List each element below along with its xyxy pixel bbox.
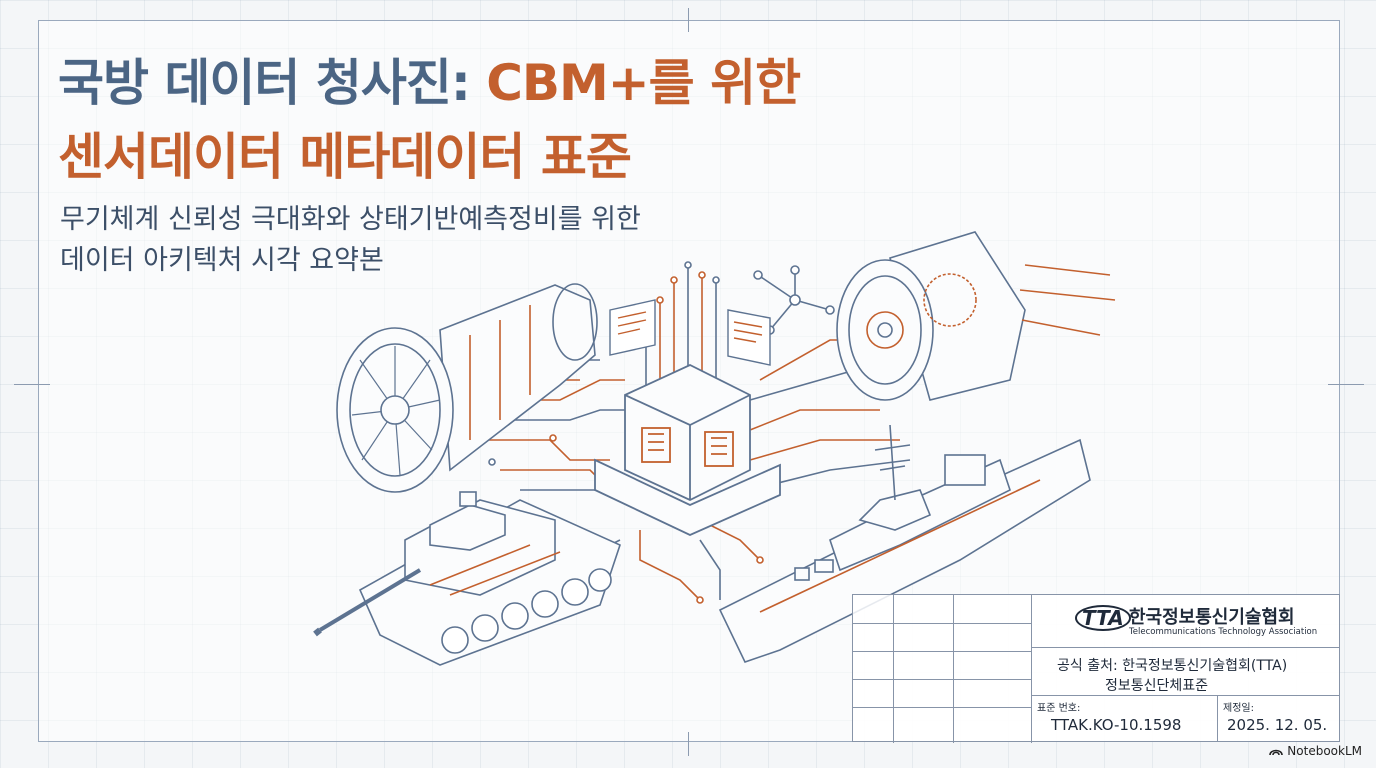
page-title-line2: 센서데이터 메타데이터 표준 (58, 132, 632, 182)
tb-grid-line (853, 679, 1031, 680)
standard-no-label: 표준 번호: (1037, 703, 1081, 714)
notebooklm-branding: NotebookLM (1269, 744, 1362, 758)
gear-engine (836, 231, 1116, 401)
document-icon-left (609, 299, 656, 356)
title-line2-text: 센서데이터 메타데이터 표준 (58, 128, 632, 186)
tta-logo: TTA (1075, 605, 1131, 631)
jet-engine (336, 283, 598, 493)
date-value: 2025. 12. 05. (1227, 716, 1328, 734)
subtitle-line2: 데이터 아키텍처 시각 요약본 (60, 245, 384, 276)
tb-grid-line (853, 623, 1031, 624)
tank (313, 491, 621, 666)
tb-grid-line (893, 595, 894, 743)
subtitle-line1: 무기체계 신뢰성 극대화와 상태기반예측정비를 위한 (60, 204, 641, 235)
title-block: TTA 한국정보통신기술협회 Telecommunications Techno… (852, 594, 1340, 743)
title-part-blue: 국방 데이터 청사진: (58, 54, 487, 112)
frame-tick-bottom (688, 732, 689, 756)
frame-tick-left (14, 384, 50, 385)
frame-tick-top (688, 8, 689, 32)
source-line2: 정보통신단체표준 (1105, 678, 1209, 694)
warship (718, 424, 1091, 663)
page-title-line1: 국방 데이터 청사진: CBM+를 위한 (58, 58, 801, 108)
standard-no-value: TTAK.KO-10.1598 (1051, 716, 1182, 734)
tb-grid-line (853, 707, 1031, 708)
frame-tick-right (1328, 384, 1364, 385)
data-cube (594, 364, 781, 536)
title-part-orange: CBM+를 위한 (486, 54, 801, 112)
tb-grid-line (953, 595, 954, 743)
tb-divider (1217, 695, 1218, 741)
org-name-en: Telecommunications Technology Associatio… (1129, 627, 1318, 637)
tb-grid-line (1031, 595, 1032, 743)
tb-divider (1031, 647, 1339, 648)
date-label: 제정일: (1223, 703, 1254, 714)
source-line1: 공식 출처: 한국정보통신기술협회(TTA) (1057, 658, 1288, 674)
document-icon-right (727, 309, 771, 366)
tb-divider (1031, 695, 1339, 696)
notebooklm-label: NotebookLM (1287, 744, 1362, 758)
notebooklm-logo-icon (1269, 749, 1284, 756)
tb-grid-line (853, 651, 1031, 652)
org-name-ko: 한국정보통신기술협회 (1129, 607, 1295, 628)
